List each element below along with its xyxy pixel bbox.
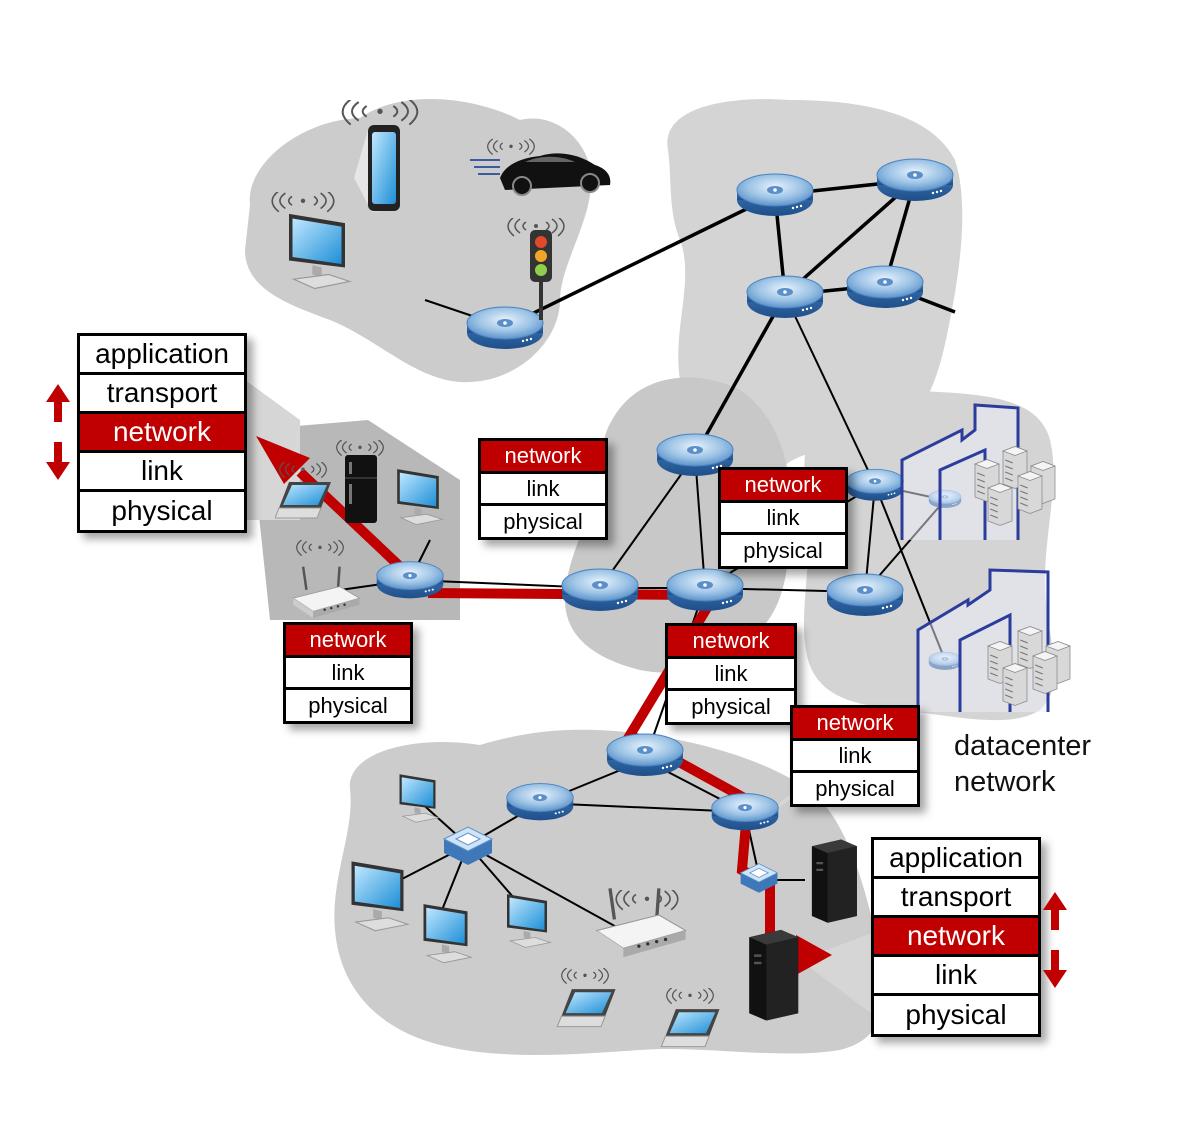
layer-application: application <box>874 840 1038 876</box>
router-icon <box>711 793 779 831</box>
phone-icon <box>341 100 419 212</box>
router-stack-2: network link physical <box>718 467 848 569</box>
router-icon <box>876 158 954 202</box>
router-stack-3: network link physical <box>283 622 413 724</box>
layer-network: network <box>793 708 917 738</box>
arrow-down-icon <box>1043 950 1067 988</box>
datacenter-label-line2: network <box>954 766 1056 798</box>
router-stack-1: network link physical <box>478 438 608 540</box>
layer-link: link <box>793 741 917 770</box>
dest-host-stack: application transport network link physi… <box>871 837 1041 1037</box>
router-icon <box>376 561 444 599</box>
layer-network: network <box>80 414 244 450</box>
router-icon <box>666 568 744 612</box>
layer-physical: physical <box>721 535 845 566</box>
router-icon <box>506 783 574 821</box>
layer-link: link <box>721 503 845 532</box>
arrow-up-icon <box>1043 892 1067 930</box>
server-icon <box>749 929 799 1021</box>
layer-physical: physical <box>481 506 605 537</box>
layer-physical: physical <box>80 492 244 530</box>
router-icon <box>736 173 814 217</box>
layer-link: link <box>668 659 794 688</box>
layer-transport: transport <box>80 375 244 411</box>
layer-physical: physical <box>793 773 917 804</box>
router-icon <box>826 573 904 617</box>
arrow-up-icon <box>46 384 70 422</box>
layer-network: network <box>874 918 1038 954</box>
router-icon <box>846 468 904 502</box>
refrigerator-icon <box>345 455 377 523</box>
home-devices <box>275 440 443 620</box>
layer-application: application <box>80 336 244 372</box>
layer-link: link <box>481 474 605 503</box>
arrow-down-icon <box>46 442 70 480</box>
layer-network: network <box>286 625 410 655</box>
router-icon <box>606 733 684 777</box>
layer-network: network <box>668 626 794 656</box>
source-host-stack: application transport network link physi… <box>77 333 247 533</box>
traffic-light-icon <box>507 218 565 320</box>
datacenter-label: datacenter network <box>954 728 1091 800</box>
router-icon <box>746 275 824 319</box>
router-stack-5: network link physical <box>790 705 920 807</box>
server-icon <box>811 839 857 923</box>
router-stack-4: network link physical <box>665 623 797 725</box>
layer-physical: physical <box>668 691 794 722</box>
layer-link: link <box>80 453 244 489</box>
path-arrow-end <box>796 935 832 975</box>
layer-link: link <box>874 957 1038 993</box>
layer-network: network <box>481 441 605 471</box>
path-arrow-start <box>256 436 310 484</box>
layer-link: link <box>286 658 410 687</box>
car-icon <box>470 138 611 196</box>
datacenter-label-line1: datacenter <box>954 730 1092 762</box>
layer-physical: physical <box>286 690 410 721</box>
updown-arrows-source <box>46 384 70 480</box>
router-icon <box>466 306 544 350</box>
layer-network: network <box>721 470 845 500</box>
router-icon <box>846 265 924 309</box>
updown-arrows-dest <box>1043 892 1067 988</box>
router-icon <box>561 568 639 612</box>
layer-physical: physical <box>874 996 1038 1034</box>
layer-transport: transport <box>874 879 1038 915</box>
